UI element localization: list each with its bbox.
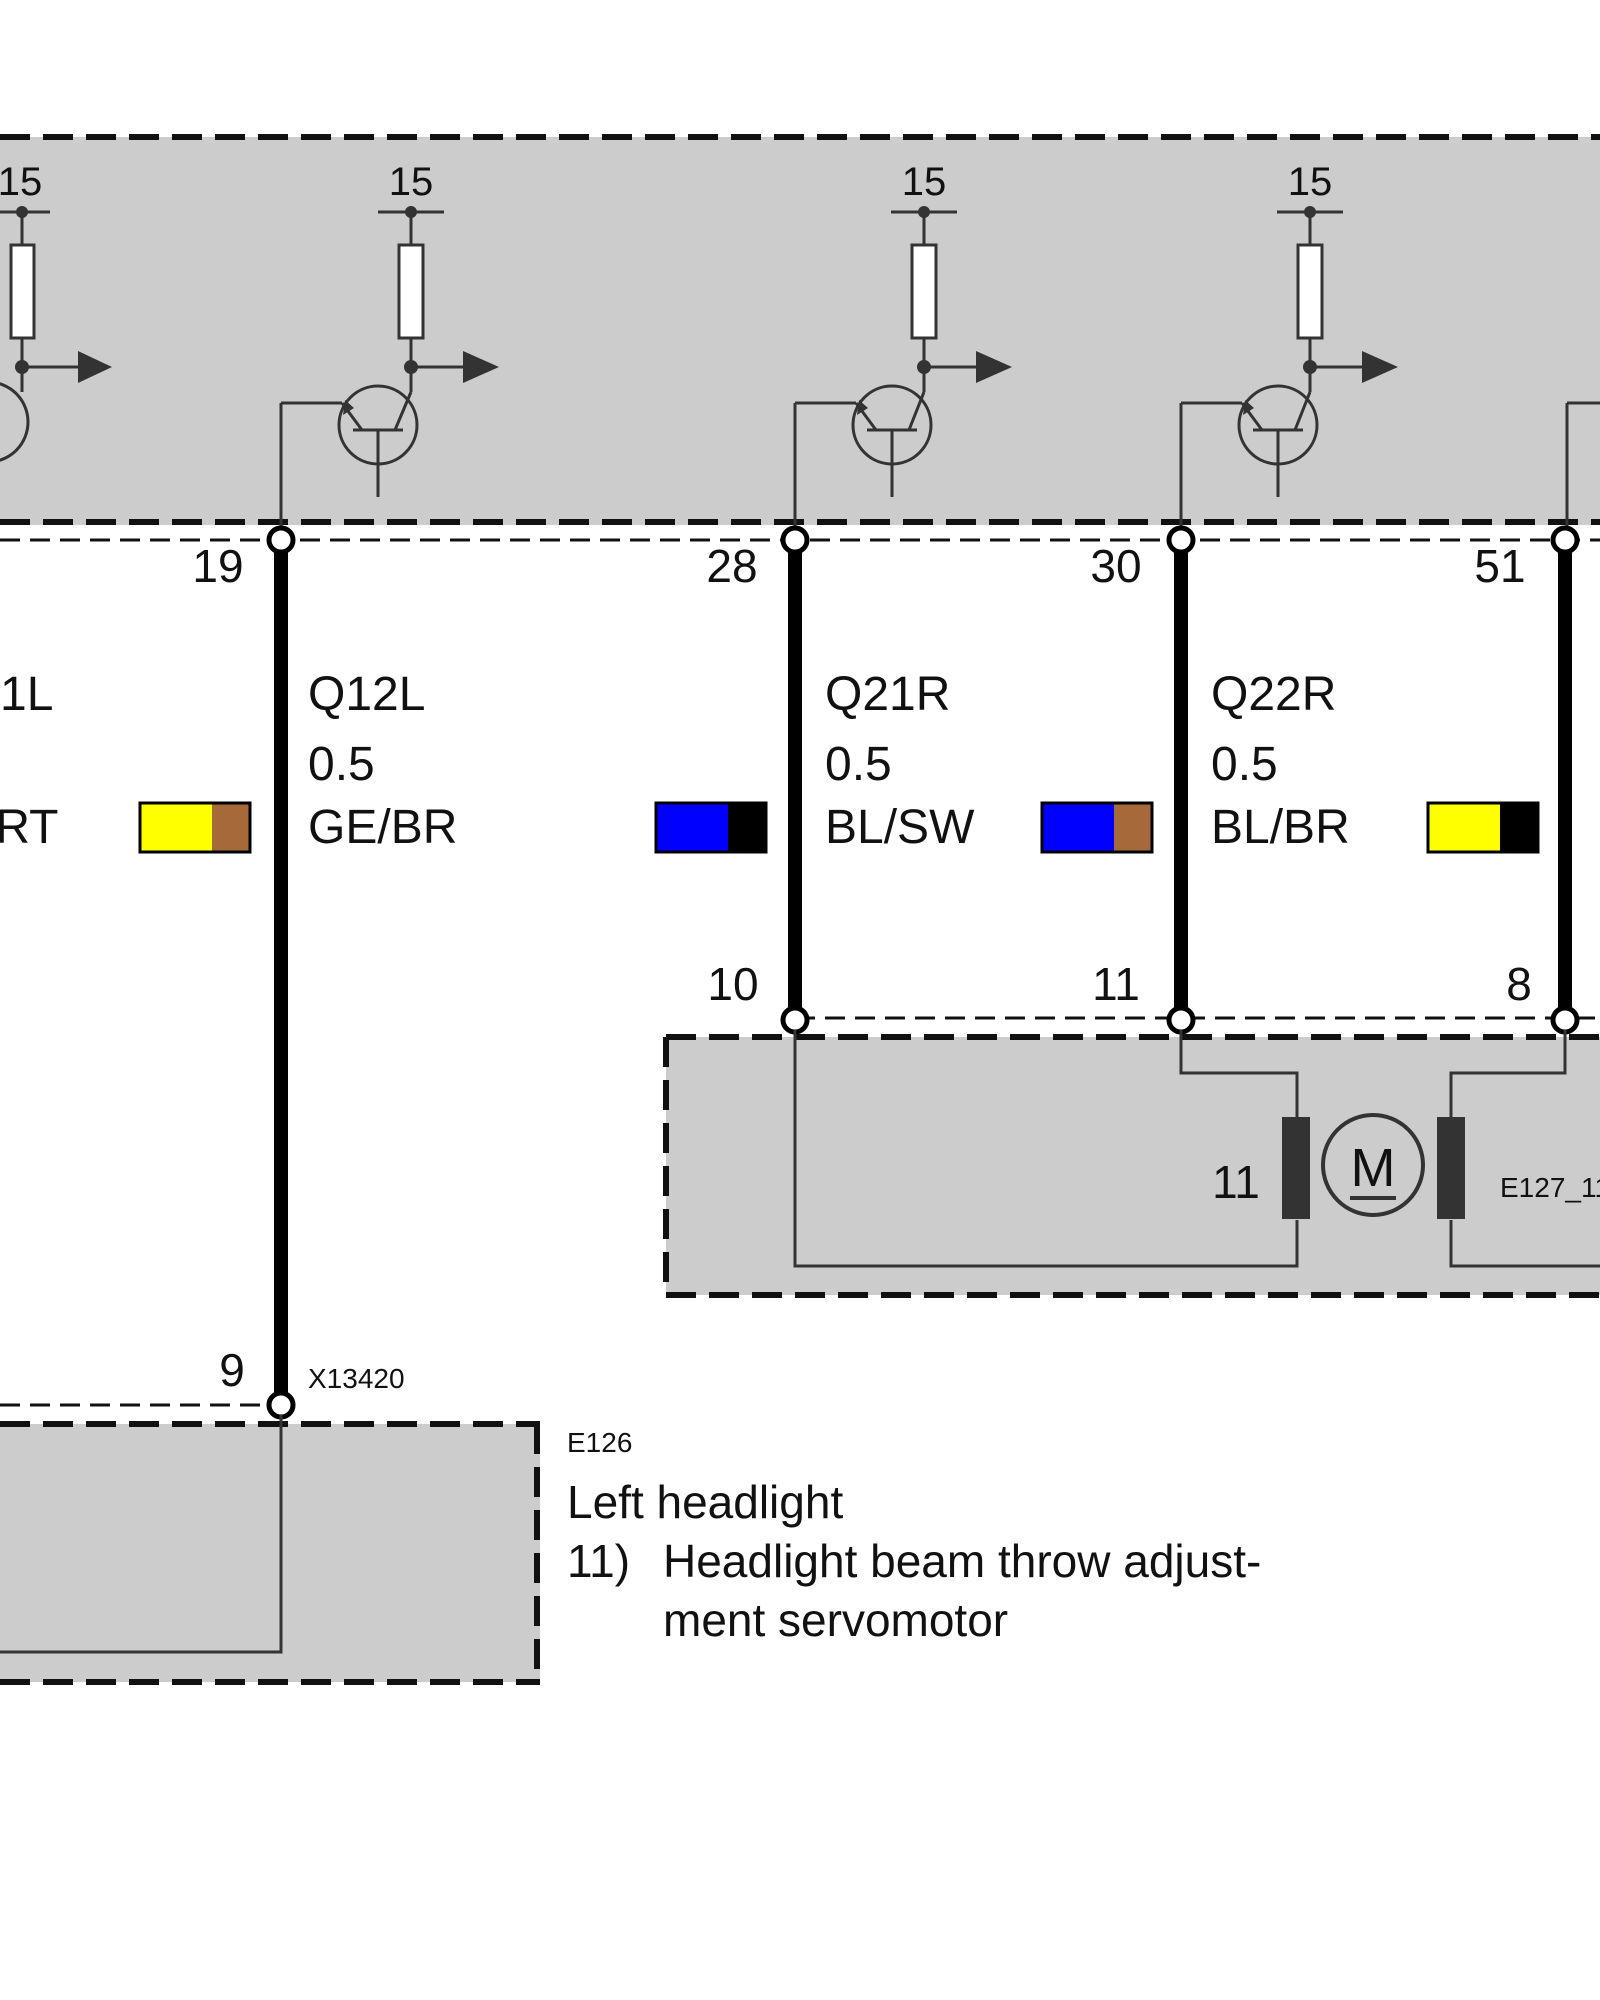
wire-code-4: Q22R xyxy=(1211,668,1336,721)
pin-label-10: 10 xyxy=(707,958,758,1010)
wire-label-3: Q21R 0.5 BL/SW xyxy=(825,668,975,854)
servo-module: 10 11 8 M 11 E127_11 xyxy=(663,958,1600,1298)
resistor-1 xyxy=(9,243,36,340)
swatch-2-stripe xyxy=(728,803,766,852)
servo-coil-right xyxy=(1437,1117,1465,1219)
swatch-4-frame xyxy=(1426,801,1540,854)
transistor-1 xyxy=(0,382,30,462)
motor-symbol xyxy=(1321,1113,1425,1217)
servo-coil-left xyxy=(1282,1117,1310,1219)
driver-stage-5 xyxy=(1565,401,1600,537)
legend-component-id: E126 xyxy=(567,1427,632,1458)
servo-element-number: 11 xyxy=(1212,1156,1260,1208)
swatch-3-frame xyxy=(1040,801,1154,854)
resistor-3 xyxy=(910,243,938,340)
swatch-1-primary xyxy=(140,803,212,852)
output-arrow-2 xyxy=(463,351,499,383)
swatch-3-primary xyxy=(1042,803,1114,852)
wire-label-2: Q12L 0.5 GE/BR xyxy=(308,668,457,854)
headlight-module-body xyxy=(0,1424,540,1682)
wire-color-1: /RT xyxy=(0,801,58,854)
pin-label-11: 11 xyxy=(1092,958,1140,1010)
pin-label-30: 30 xyxy=(1090,540,1141,592)
wire-size-2: 0.5 xyxy=(308,738,375,791)
pin-label-51: 51 xyxy=(1474,540,1525,592)
swatch-3-stripe xyxy=(1114,803,1152,852)
legend: E126 Left headlight 11) Headlight beam t… xyxy=(567,1427,1261,1646)
wire-code-3: Q21R xyxy=(825,668,950,721)
swatch-4-stripe xyxy=(1500,803,1538,852)
legend-item-line1: Headlight beam throw adjust- xyxy=(663,1535,1261,1587)
resistor-4 xyxy=(1296,243,1324,340)
supply-label-1: 15 xyxy=(0,160,42,204)
supply-label-3: 15 xyxy=(902,160,947,204)
top-connector-pins: 19 28 30 51 xyxy=(192,540,1525,592)
output-arrow-4 xyxy=(1362,351,1398,383)
wire-color-3: BL/SW xyxy=(825,801,975,854)
pin-label-9: 9 xyxy=(219,1344,245,1396)
output-arrow-3 xyxy=(976,351,1012,383)
wires xyxy=(266,525,1580,1405)
driver-stage-2: 15 xyxy=(279,160,499,537)
legend-item-number: 11) xyxy=(567,1535,630,1587)
wire-size-4: 0.5 xyxy=(1211,738,1278,791)
swatch-2-primary xyxy=(656,803,728,852)
driver-stage-1: 15 xyxy=(0,160,112,462)
wire-label-4: Q22R 0.5 BL/BR xyxy=(1211,668,1350,854)
driver-stage-4: 15 xyxy=(1179,160,1398,537)
swatch-1-stripe xyxy=(212,803,250,852)
control-module xyxy=(0,134,1600,542)
control-module-body xyxy=(0,137,1600,525)
wire-code-1: 1L xyxy=(0,668,53,721)
pin-label-19: 19 xyxy=(192,540,243,592)
pin-label-8: 8 xyxy=(1506,958,1532,1010)
headlight-module: 9 X13420 xyxy=(0,1344,540,1685)
driver-stage-3: 15 xyxy=(793,160,1012,537)
supply-label-4: 15 xyxy=(1288,160,1333,204)
wire-color-2: GE/BR xyxy=(308,801,457,854)
wire-color-4: BL/BR xyxy=(1211,801,1350,854)
supply-label-2: 15 xyxy=(389,160,434,204)
wire-code-2: Q12L xyxy=(308,668,425,721)
legend-item-line2: ment servomotor xyxy=(663,1594,1008,1646)
swatch-1-frame xyxy=(138,801,252,854)
pin-label-28: 28 xyxy=(706,540,757,592)
output-arrow-1 xyxy=(78,351,112,383)
swatch-2-frame xyxy=(654,801,768,854)
motor-letter: M xyxy=(1351,1138,1396,1198)
resistor-2 xyxy=(397,243,425,340)
wire-size-3: 0.5 xyxy=(825,738,892,791)
servo-module-id: E127_11 xyxy=(1500,1172,1600,1203)
legend-title: Left headlight xyxy=(567,1476,843,1528)
swatch-4-primary xyxy=(1428,803,1500,852)
connector-id: X13420 xyxy=(308,1363,405,1394)
wire-label-1: 1L /RT xyxy=(0,668,58,854)
